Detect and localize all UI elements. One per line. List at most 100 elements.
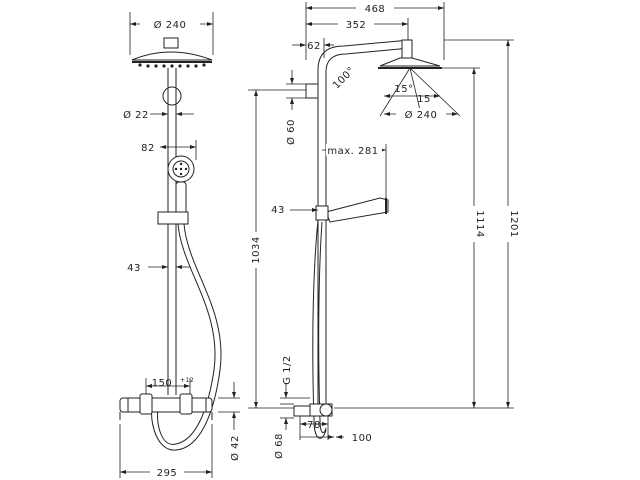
- dim-height-total-b: 1201: [508, 210, 519, 237]
- hand-shower-face: [172, 160, 190, 178]
- arrowhead: [300, 43, 306, 47]
- arrowhead: [176, 265, 182, 269]
- dim-height-head: 1034: [251, 236, 262, 263]
- label-bg: [250, 232, 262, 268]
- angle-line: [409, 67, 421, 111]
- dim-thread: G 1/2: [282, 355, 293, 385]
- arrowhead: [324, 43, 330, 47]
- arrowhead: [207, 22, 213, 26]
- side-view: 468 352 62 100° 15° 15: [248, 2, 519, 459]
- arrowhead: [232, 392, 236, 398]
- label-bg: [326, 144, 382, 156]
- arrowhead: [472, 68, 476, 74]
- arrowhead: [434, 94, 440, 98]
- angle-line: [379, 67, 411, 117]
- arrowhead: [146, 384, 152, 388]
- arrowhead: [328, 435, 334, 439]
- arrowhead: [290, 98, 294, 104]
- arrowhead: [506, 402, 510, 408]
- dim-valve-spacing-tolerance: +12: [180, 377, 194, 384]
- arrowhead: [254, 402, 258, 408]
- dim-height-total-a: 1114: [474, 210, 485, 237]
- label-bg: [396, 108, 446, 120]
- arrowhead: [162, 112, 168, 116]
- dim-head-diameter: Ø 240: [154, 19, 187, 31]
- dim-connection-height: Ø 42: [229, 435, 241, 461]
- dim-arm-projection: 352: [346, 20, 367, 31]
- wall-inlet: [293, 405, 311, 417]
- label-bg: [468, 206, 480, 242]
- angle-line: [409, 67, 461, 117]
- arrowhead: [160, 145, 166, 149]
- dim-head-diameter-side: Ø 240: [405, 109, 438, 121]
- dim-inlet-diameter: Ø 68: [273, 433, 285, 459]
- arrowhead: [184, 384, 190, 388]
- thermostat-knob-side: [319, 403, 333, 417]
- dim-overall-width: 295: [157, 468, 178, 479]
- dim-hand-shower-offset: 82: [141, 143, 155, 154]
- slider-holder: [157, 211, 189, 225]
- dim-inlet-offset: 78: [307, 420, 321, 431]
- dim-angle-b: 15: [417, 94, 431, 105]
- label-bg: [502, 206, 514, 242]
- shower-hose-outer: [151, 223, 222, 451]
- dim-bracket-diameter: Ø 60: [285, 119, 297, 145]
- arrowhead: [506, 40, 510, 46]
- arrowhead: [206, 470, 212, 474]
- overhead-head-side: [379, 57, 441, 67]
- thermostat-knob-right: [179, 393, 193, 415]
- dim-overall-projection: 468: [365, 4, 386, 15]
- hose-side: [312, 219, 327, 439]
- arrowhead: [472, 402, 476, 408]
- hand-shower-side: [325, 197, 389, 223]
- arrowhead: [452, 112, 458, 116]
- arrowhead: [284, 418, 288, 424]
- arrowhead: [130, 22, 136, 26]
- front-view: Ø 240 Ø 22 82: [119, 12, 241, 479]
- dim-rail-offset-side: 43: [271, 205, 285, 216]
- hose-side-outer: [318, 221, 327, 434]
- arrowhead: [438, 6, 444, 10]
- slider-holder-side: [315, 205, 329, 221]
- dim-angle-a: 15°: [394, 84, 413, 95]
- wall-bracket-upper: [162, 86, 182, 106]
- hand-shower-handle: [175, 181, 187, 215]
- dim-depth: 100: [352, 433, 373, 444]
- thermostat-body: [119, 397, 213, 413]
- dim-valve-spacing: 150: [152, 378, 173, 389]
- dim-wall-offset: 62: [307, 41, 321, 52]
- nozzle-row: [138, 63, 206, 68]
- label-bg: [338, 18, 374, 30]
- arrowhead: [254, 90, 258, 96]
- dim-rail-offset: 43: [127, 263, 141, 274]
- arrowhead: [232, 412, 236, 418]
- arrowhead: [312, 208, 318, 212]
- arrowhead: [300, 422, 306, 426]
- thermostat-knob-left: [139, 393, 153, 415]
- wall-bracket-upper-side: [305, 83, 319, 99]
- shower-arm-joint: [163, 37, 179, 49]
- arrowhead: [322, 422, 328, 426]
- arrowhead: [290, 78, 294, 84]
- arrowhead: [336, 435, 342, 439]
- overhead-shower-head: [131, 51, 213, 61]
- dim-arm-diameter: Ø 22: [123, 109, 149, 121]
- dim-max-reach: max. 281: [327, 146, 378, 157]
- arrowhead: [384, 112, 390, 116]
- arrowhead: [162, 265, 168, 269]
- arrowhead: [190, 145, 196, 149]
- dim-angle-main: 100°: [331, 65, 357, 91]
- hand-shower-nozzles: [174, 162, 188, 176]
- shower-arm: [317, 39, 411, 90]
- arrowhead: [402, 22, 408, 26]
- label-bg: [140, 18, 200, 30]
- arrowhead: [120, 470, 126, 474]
- shower-arm-inner: [325, 47, 411, 90]
- arrowhead: [284, 392, 288, 398]
- arrowhead: [306, 22, 312, 26]
- label-bg: [150, 466, 184, 478]
- head-swivel: [401, 39, 413, 59]
- arrowhead: [306, 6, 312, 10]
